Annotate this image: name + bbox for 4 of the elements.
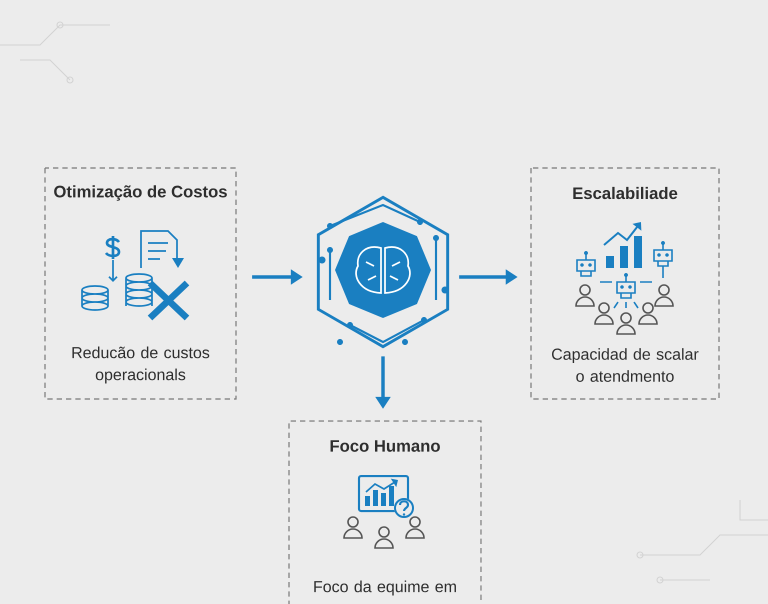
dashed-card: Escalabiliade Capacidad de scalar o atendmento [530,167,720,400]
brain-hexagon-drawing [316,196,450,348]
dashed-card: Otimização de Costos Reducão de custos operacionals [44,167,237,400]
dashed-card: Foco Humano Foco da equime em [288,420,482,604]
